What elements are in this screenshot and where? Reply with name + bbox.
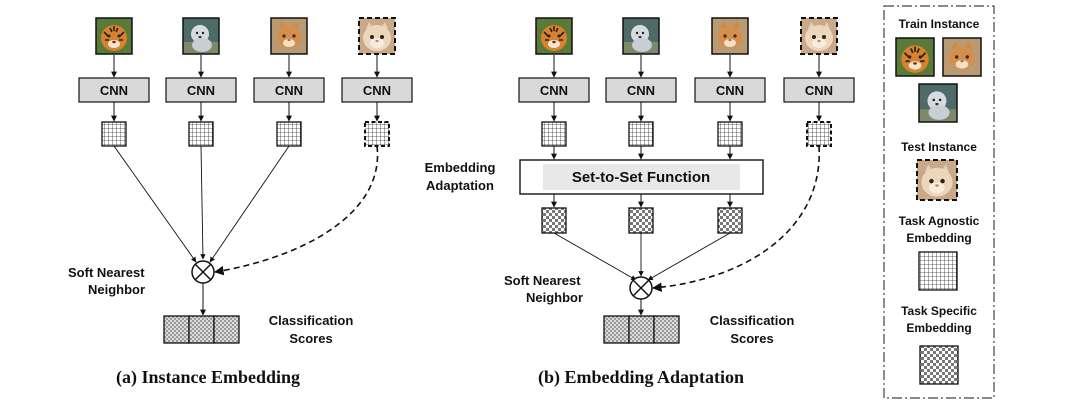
panel-b-embedding-to-snn-lines xyxy=(553,145,820,293)
panel-a-scores-label-2: Scores xyxy=(289,331,332,346)
panel-a-caption: (a) Instance Embedding xyxy=(116,367,300,388)
panel-b-caption: (b) Embedding Adaptation xyxy=(538,367,744,388)
panel-b-agnostic-embeddings xyxy=(541,121,832,147)
panel-a-embedding-to-snn-lines xyxy=(113,145,379,276)
panel-b-cnn-boxes: CNN CNN CNN CNN xyxy=(518,77,855,103)
panel-b-scores-label-1: Classification xyxy=(710,313,795,328)
panel-b: CNN CNN CNN CNN Set-to-Set Function xyxy=(425,17,855,388)
panel-a-cat-image xyxy=(270,17,308,55)
panel-b-cnn-to-embedding-arrows xyxy=(551,102,822,122)
panel-a-tiger-image xyxy=(95,17,133,55)
panel-b-set-to-specific-arrows xyxy=(551,194,733,208)
panel-b-snn-operator xyxy=(629,276,653,300)
legend-panel: Train Instance Test Instance Task Agnost… xyxy=(883,5,995,399)
panel-a-cnn-label-2: CNN xyxy=(187,83,215,98)
panel-a-cnn-label-3: CNN xyxy=(275,83,303,98)
panel-b-test-image xyxy=(800,17,838,55)
panel-a-cnn-to-embedding-arrows xyxy=(111,102,380,122)
panel-b-adaptation-label-1: Embedding xyxy=(425,160,496,175)
panel-b-image-to-cnn-arrows xyxy=(551,55,822,78)
panel-b-cnn-label-1: CNN xyxy=(540,83,568,98)
legend-agnostic-label-1: Task Agnostic xyxy=(899,214,980,228)
panel-b-dog-image xyxy=(622,17,660,55)
panel-a-snn-label-2: Neighbor xyxy=(88,282,145,297)
panel-b-set-function-box: Set-to-Set Function xyxy=(519,159,764,195)
panel-a-agnostic-embeddings xyxy=(101,121,390,147)
legend-specific-swatch xyxy=(919,345,959,385)
panel-b-adaptation-label-2: Adaptation xyxy=(426,178,494,193)
panel-b-cnn-label-3: CNN xyxy=(716,83,744,98)
panel-a-scores xyxy=(163,315,240,344)
legend-agnostic-swatch xyxy=(918,251,958,291)
panel-b-scores-label-2: Scores xyxy=(730,331,773,346)
panel-b-cnn-label-2: CNN xyxy=(627,83,655,98)
panel-b-specific-embeddings xyxy=(541,207,743,234)
legend-test-image xyxy=(916,159,958,201)
panel-b-tiger-image xyxy=(535,17,573,55)
panel-a: CNN CNN CNN CNN xyxy=(68,17,413,388)
legend-agnostic-label-2: Embedding xyxy=(906,231,971,245)
legend-test-title: Test Instance xyxy=(901,140,977,154)
panel-b-scores xyxy=(603,315,680,344)
panel-a-snn-operator xyxy=(191,260,215,284)
legend-train-title: Train Instance xyxy=(899,17,980,31)
panel-b-set-function-label: Set-to-Set Function xyxy=(572,169,710,186)
panel-a-cnn-label-4: CNN xyxy=(363,83,391,98)
panel-b-cnn-label-4: CNN xyxy=(805,83,833,98)
panel-b-snn-label-2: Neighbor xyxy=(526,290,583,305)
panel-a-scores-label-1: Classification xyxy=(269,313,354,328)
legend-specific-label-1: Task Specific xyxy=(901,304,977,318)
panel-b-snn-label-1: Soft Nearest xyxy=(504,273,581,288)
legend-specific-label-2: Embedding xyxy=(906,321,971,335)
panel-a-image-to-cnn-arrows xyxy=(111,55,380,78)
panel-a-dog-image xyxy=(182,17,220,55)
panel-b-embedding-to-set-arrows xyxy=(551,146,733,160)
panel-a-test-image xyxy=(358,17,396,55)
panel-a-cnn-label-1: CNN xyxy=(100,83,128,98)
panel-b-cat-image xyxy=(711,17,749,55)
panel-a-cnn-boxes: CNN CNN CNN CNN xyxy=(78,77,413,103)
panel-a-snn-label-1: Soft Nearest xyxy=(68,265,145,280)
legend-train-images xyxy=(895,37,982,123)
